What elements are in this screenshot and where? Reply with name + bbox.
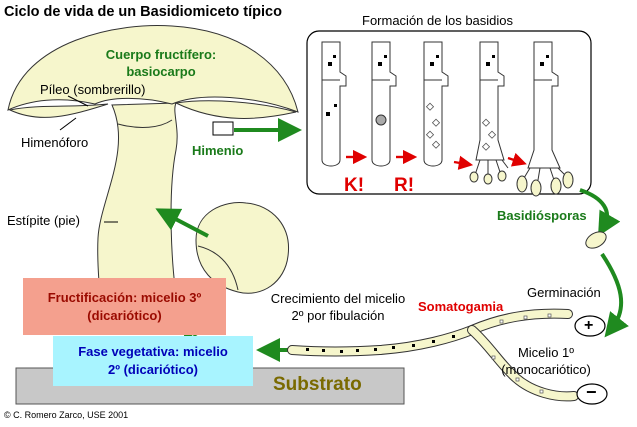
plus-sign: + xyxy=(584,317,594,334)
substrate-label: Substrato xyxy=(273,374,362,395)
plus-spore xyxy=(574,315,606,337)
minus-spore xyxy=(576,383,608,405)
himenoforo-label: Himenóforo xyxy=(21,135,89,150)
copyright-text: © C. Romero Zarco, USE 2001 xyxy=(4,410,129,420)
nuclei xyxy=(326,55,549,116)
crecimiento-line1: Crecimiento del micelio xyxy=(270,291,406,306)
micelio1-line2: (monocariótico) xyxy=(501,362,591,377)
micelio1-label: Micelio 1º (monocariótico) xyxy=(492,344,600,378)
diagram-title: Ciclo de vida de un Basidiomiceto típico xyxy=(4,4,282,20)
micelio1-line1: Micelio 1º xyxy=(517,345,575,360)
arrow-young-to-mature xyxy=(155,208,209,238)
fructificacion-box: Fructificación: micelio 3º (dicariótico) xyxy=(23,278,226,335)
himenio-marker xyxy=(212,121,234,136)
arrow-spores-release xyxy=(579,188,621,237)
hyphae xyxy=(287,308,579,402)
mushroom-gills-right xyxy=(174,100,297,119)
vegetativa-line2: 2º (dicariótico) xyxy=(108,362,198,377)
fructificacion-line2: (dicariótico) xyxy=(87,308,162,323)
minus-sign: − xyxy=(586,382,597,402)
meiosis-label: R! xyxy=(394,175,415,196)
fruiting-body-label: Cuerpo fructífero: basiocarpo xyxy=(86,46,236,80)
fruiting-body-line2: basiocarpo xyxy=(126,64,196,79)
vegetativa-box: Fase vegetativa: micelio 2º (dicariótico… xyxy=(53,336,253,386)
vegetativa-text: Fase vegetativa: micelio 2º (dicariótico… xyxy=(53,343,253,379)
karyogamy-label: K! xyxy=(344,175,365,196)
fructificacion-text: Fructificación: micelio 3º (dicariótico) xyxy=(23,289,226,325)
basidia-title: Formación de los basidios xyxy=(362,13,514,28)
basidiosporas-label: Basidiósporas xyxy=(497,208,587,223)
somatogamia-label: Somatogamia xyxy=(418,299,504,314)
pileo-label: Píleo (sombrerillo) xyxy=(40,82,146,97)
arrow-germination xyxy=(600,252,629,338)
mushroom-cap xyxy=(7,25,299,113)
fructificacion-line1: Fructificación: micelio 3º xyxy=(47,290,202,305)
mushroom-gills-left xyxy=(8,103,109,118)
fruiting-body-line1: Cuerpo fructífero: xyxy=(105,47,217,62)
crecimiento-line2: 2º por fibulación xyxy=(291,308,385,323)
crecimiento-label: Crecimiento del micelio 2º por fibulació… xyxy=(252,290,424,324)
estipite-label: Estípite (pie) xyxy=(7,213,80,228)
himenio-label: Himenio xyxy=(192,143,244,158)
vegetativa-line1: Fase vegetativa: micelio xyxy=(78,344,228,359)
free-spore xyxy=(585,231,607,249)
germinacion-label: Germinación xyxy=(527,285,601,300)
